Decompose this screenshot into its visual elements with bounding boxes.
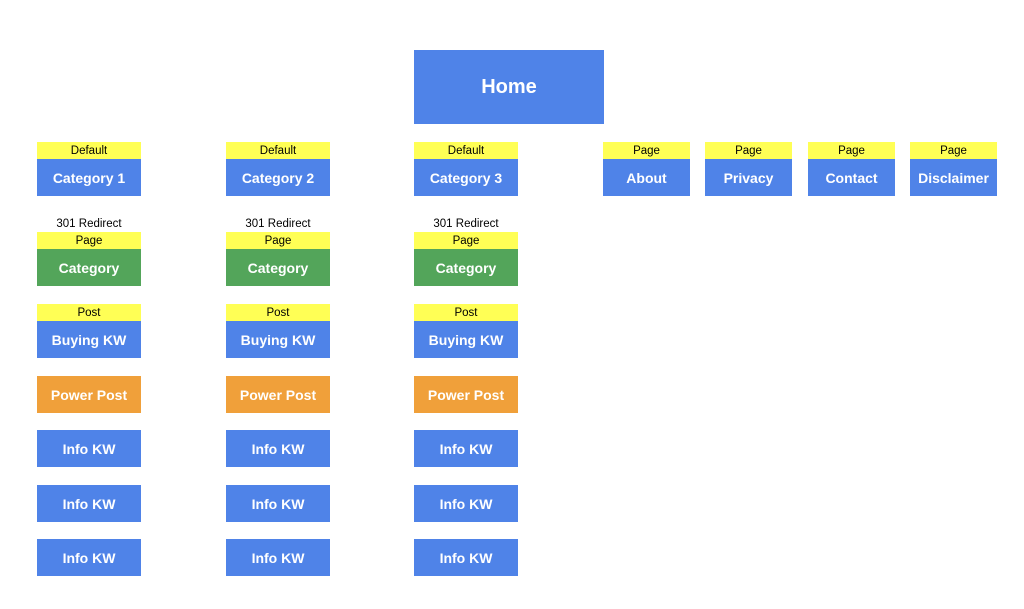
category-3-redirect-note: 301 Redirect xyxy=(433,218,499,230)
contact-page-tag: Page xyxy=(808,142,895,159)
category-2-info-kw-2: Info KW xyxy=(226,485,330,522)
privacy-page-tag: Page xyxy=(705,142,792,159)
category-3-node: Category 3 xyxy=(414,159,518,196)
category-3-info-kw-2: Info KW xyxy=(414,485,518,522)
about-page-node: About xyxy=(603,159,690,196)
privacy-page-node: Privacy xyxy=(705,159,792,196)
home-node: Home xyxy=(414,50,604,124)
category-3-tag: Default xyxy=(414,142,518,159)
category-3-buying-kw: Buying KW xyxy=(414,321,518,358)
category-1-info-kw-2: Info KW xyxy=(37,485,141,522)
category-2-power-post: Power Post xyxy=(226,376,330,413)
category-2-page-tag: Page xyxy=(226,232,330,249)
category-2-tag: Default xyxy=(226,142,330,159)
category-3-power-post: Power Post xyxy=(414,376,518,413)
category-1-power-post: Power Post xyxy=(37,376,141,413)
category-2-node: Category 2 xyxy=(226,159,330,196)
category-3-info-kw-1: Info KW xyxy=(414,430,518,467)
category-1-info-kw-3: Info KW xyxy=(37,539,141,576)
category-3-info-kw-3: Info KW xyxy=(414,539,518,576)
category-2-buying-kw: Buying KW xyxy=(226,321,330,358)
category-1-tag: Default xyxy=(37,142,141,159)
category-1-info-kw-1: Info KW xyxy=(37,430,141,467)
category-1-buying-kw: Buying KW xyxy=(37,321,141,358)
category-2-post-tag: Post xyxy=(226,304,330,321)
category-1-node: Category 1 xyxy=(37,159,141,196)
contact-page-node: Contact xyxy=(808,159,895,196)
category-2-page-node: Category xyxy=(226,249,330,286)
category-3-page-tag: Page xyxy=(414,232,518,249)
disclaimer-page-node: Disclaimer xyxy=(910,159,997,196)
category-2-info-kw-1: Info KW xyxy=(226,430,330,467)
category-2-redirect-note: 301 Redirect xyxy=(245,218,311,230)
category-1-page-tag: Page xyxy=(37,232,141,249)
about-page-tag: Page xyxy=(603,142,690,159)
category-1-post-tag: Post xyxy=(37,304,141,321)
category-1-page-node: Category xyxy=(37,249,141,286)
category-3-page-node: Category xyxy=(414,249,518,286)
category-3-post-tag: Post xyxy=(414,304,518,321)
disclaimer-page-tag: Page xyxy=(910,142,997,159)
category-2-info-kw-3: Info KW xyxy=(226,539,330,576)
category-1-redirect-note: 301 Redirect xyxy=(56,218,122,230)
